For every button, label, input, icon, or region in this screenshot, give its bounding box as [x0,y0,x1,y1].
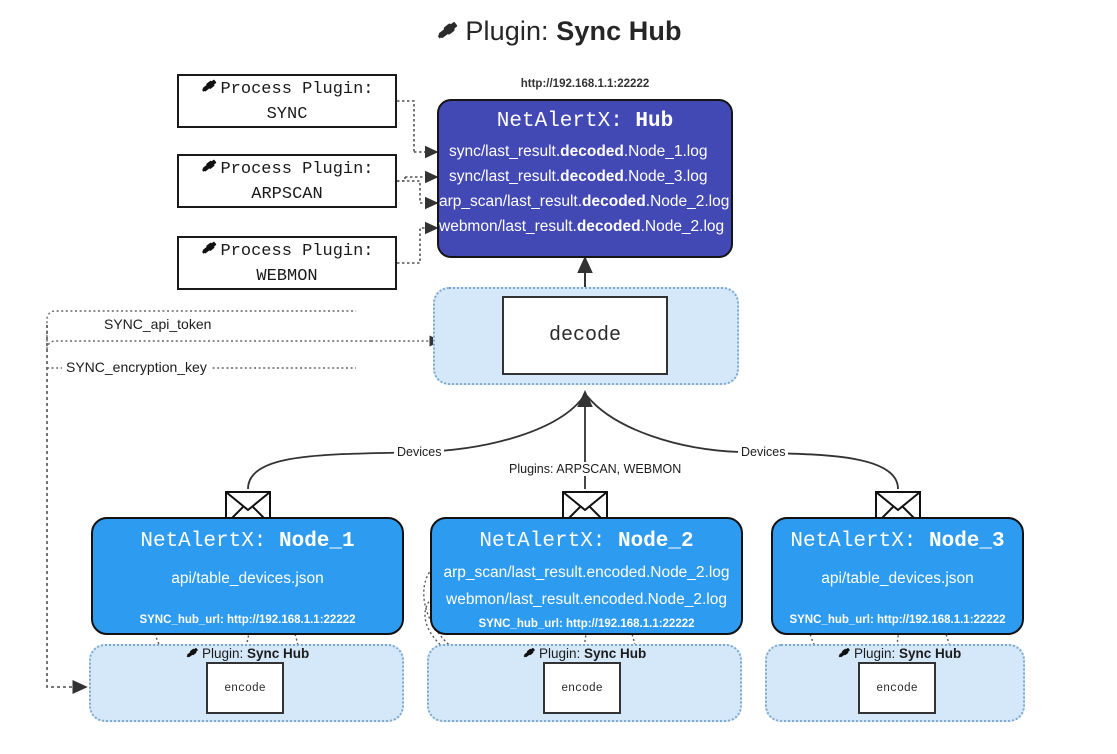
plug-icon [185,645,200,663]
decode-label: decode [548,324,621,347]
edge-label-plugins-mid: Plugins: ARPSCAN, WEBMON [506,462,685,476]
plug-icon [522,645,537,663]
encode-caption-3: Plugin: Sync Hub [837,645,961,663]
process-plugin-title: Process Plugin: [220,242,374,262]
hub-box[interactable]: NetAlertX: Hub sync/last_result.decoded.… [437,99,733,258]
node-box-3[interactable]: NetAlertX: Node_3 api/table_devices.json… [771,517,1024,635]
node-row: webmon/last_result.encoded.Node_2.log [446,591,727,608]
node-row: arp_scan/last_result.encoded.Node_2.log [443,564,730,581]
hub-log-row: sync/last_result.decoded.Node_3.log [449,168,708,185]
process-plugin-name: ARPSCAN [251,184,323,204]
page-title: Plugin: Sync Hub [0,16,1117,50]
plug-icon [837,645,852,663]
node-row: api/table_devices.json [821,570,974,587]
encode-box-1[interactable]: encode [206,662,284,714]
page-title-name: Sync Hub [556,16,682,46]
encode-label: encode [876,681,918,695]
node-url: SYNC_hub_url: http://192.168.1.1:22222 [478,618,695,630]
process-plugin-name: WEBMON [256,266,318,286]
page-title-prefix: Plugin: [465,16,557,46]
node-box-2[interactable]: NetAlertX: Node_2 arp_scan/last_result.e… [430,517,743,635]
hub-log-list: sync/last_result.decoded.Node_1.log sync… [439,139,731,239]
sync-api-token-label: SYNC_api_token [100,316,216,332]
hub-log-row: sync/last_result.decoded.Node_1.log [449,143,708,160]
node-url: SYNC_hub_url: http://192.168.1.1:22222 [139,614,356,626]
node-header: NetAlertX: Node_2 [479,530,694,553]
plug-icon [200,238,219,265]
node-box-1[interactable]: NetAlertX: Node_1 api/table_devices.json… [91,517,404,635]
node-header: NetAlertX: Node_3 [790,530,1005,553]
process-plugin-webmon[interactable]: Process Plugin: WEBMON [177,236,397,290]
process-plugin-name: SYNC [266,104,308,124]
plug-icon [435,17,461,50]
encode-caption-1: Plugin: Sync Hub [185,645,309,663]
node-url: SYNC_hub_url: http://192.168.1.1:22222 [789,614,1006,626]
process-plugin-title: Process Plugin: [220,80,374,100]
node-header: NetAlertX: Node_1 [140,530,355,553]
encode-caption-2: Plugin: Sync Hub [522,645,646,663]
decode-box[interactable]: decode [502,296,668,375]
plug-icon [200,76,219,103]
plug-icon [200,156,219,183]
process-plugin-title: Process Plugin: [220,160,374,180]
node-row: api/table_devices.json [171,570,324,587]
sync-encryption-key-label: SYNC_encryption_key [62,359,211,375]
encode-box-2[interactable]: encode [543,662,621,714]
hub-log-row: webmon/last_result.decoded.Node_2.log [439,218,725,235]
process-plugin-arpscan[interactable]: Process Plugin: ARPSCAN [177,154,397,208]
encode-label: encode [561,681,603,695]
edge-label-devices-right: Devices [738,445,789,459]
hub-log-row: arp_scan/last_result.decoded.Node_2.log [439,193,730,210]
hub-url-label: http://192.168.1.1:22222 [520,78,650,90]
hub-header: NetAlertX: Hub [496,110,674,133]
encode-box-3[interactable]: encode [858,662,936,714]
process-plugin-sync[interactable]: Process Plugin: SYNC [177,74,397,128]
edge-label-devices-left: Devices [394,445,445,459]
encode-label: encode [224,681,266,695]
